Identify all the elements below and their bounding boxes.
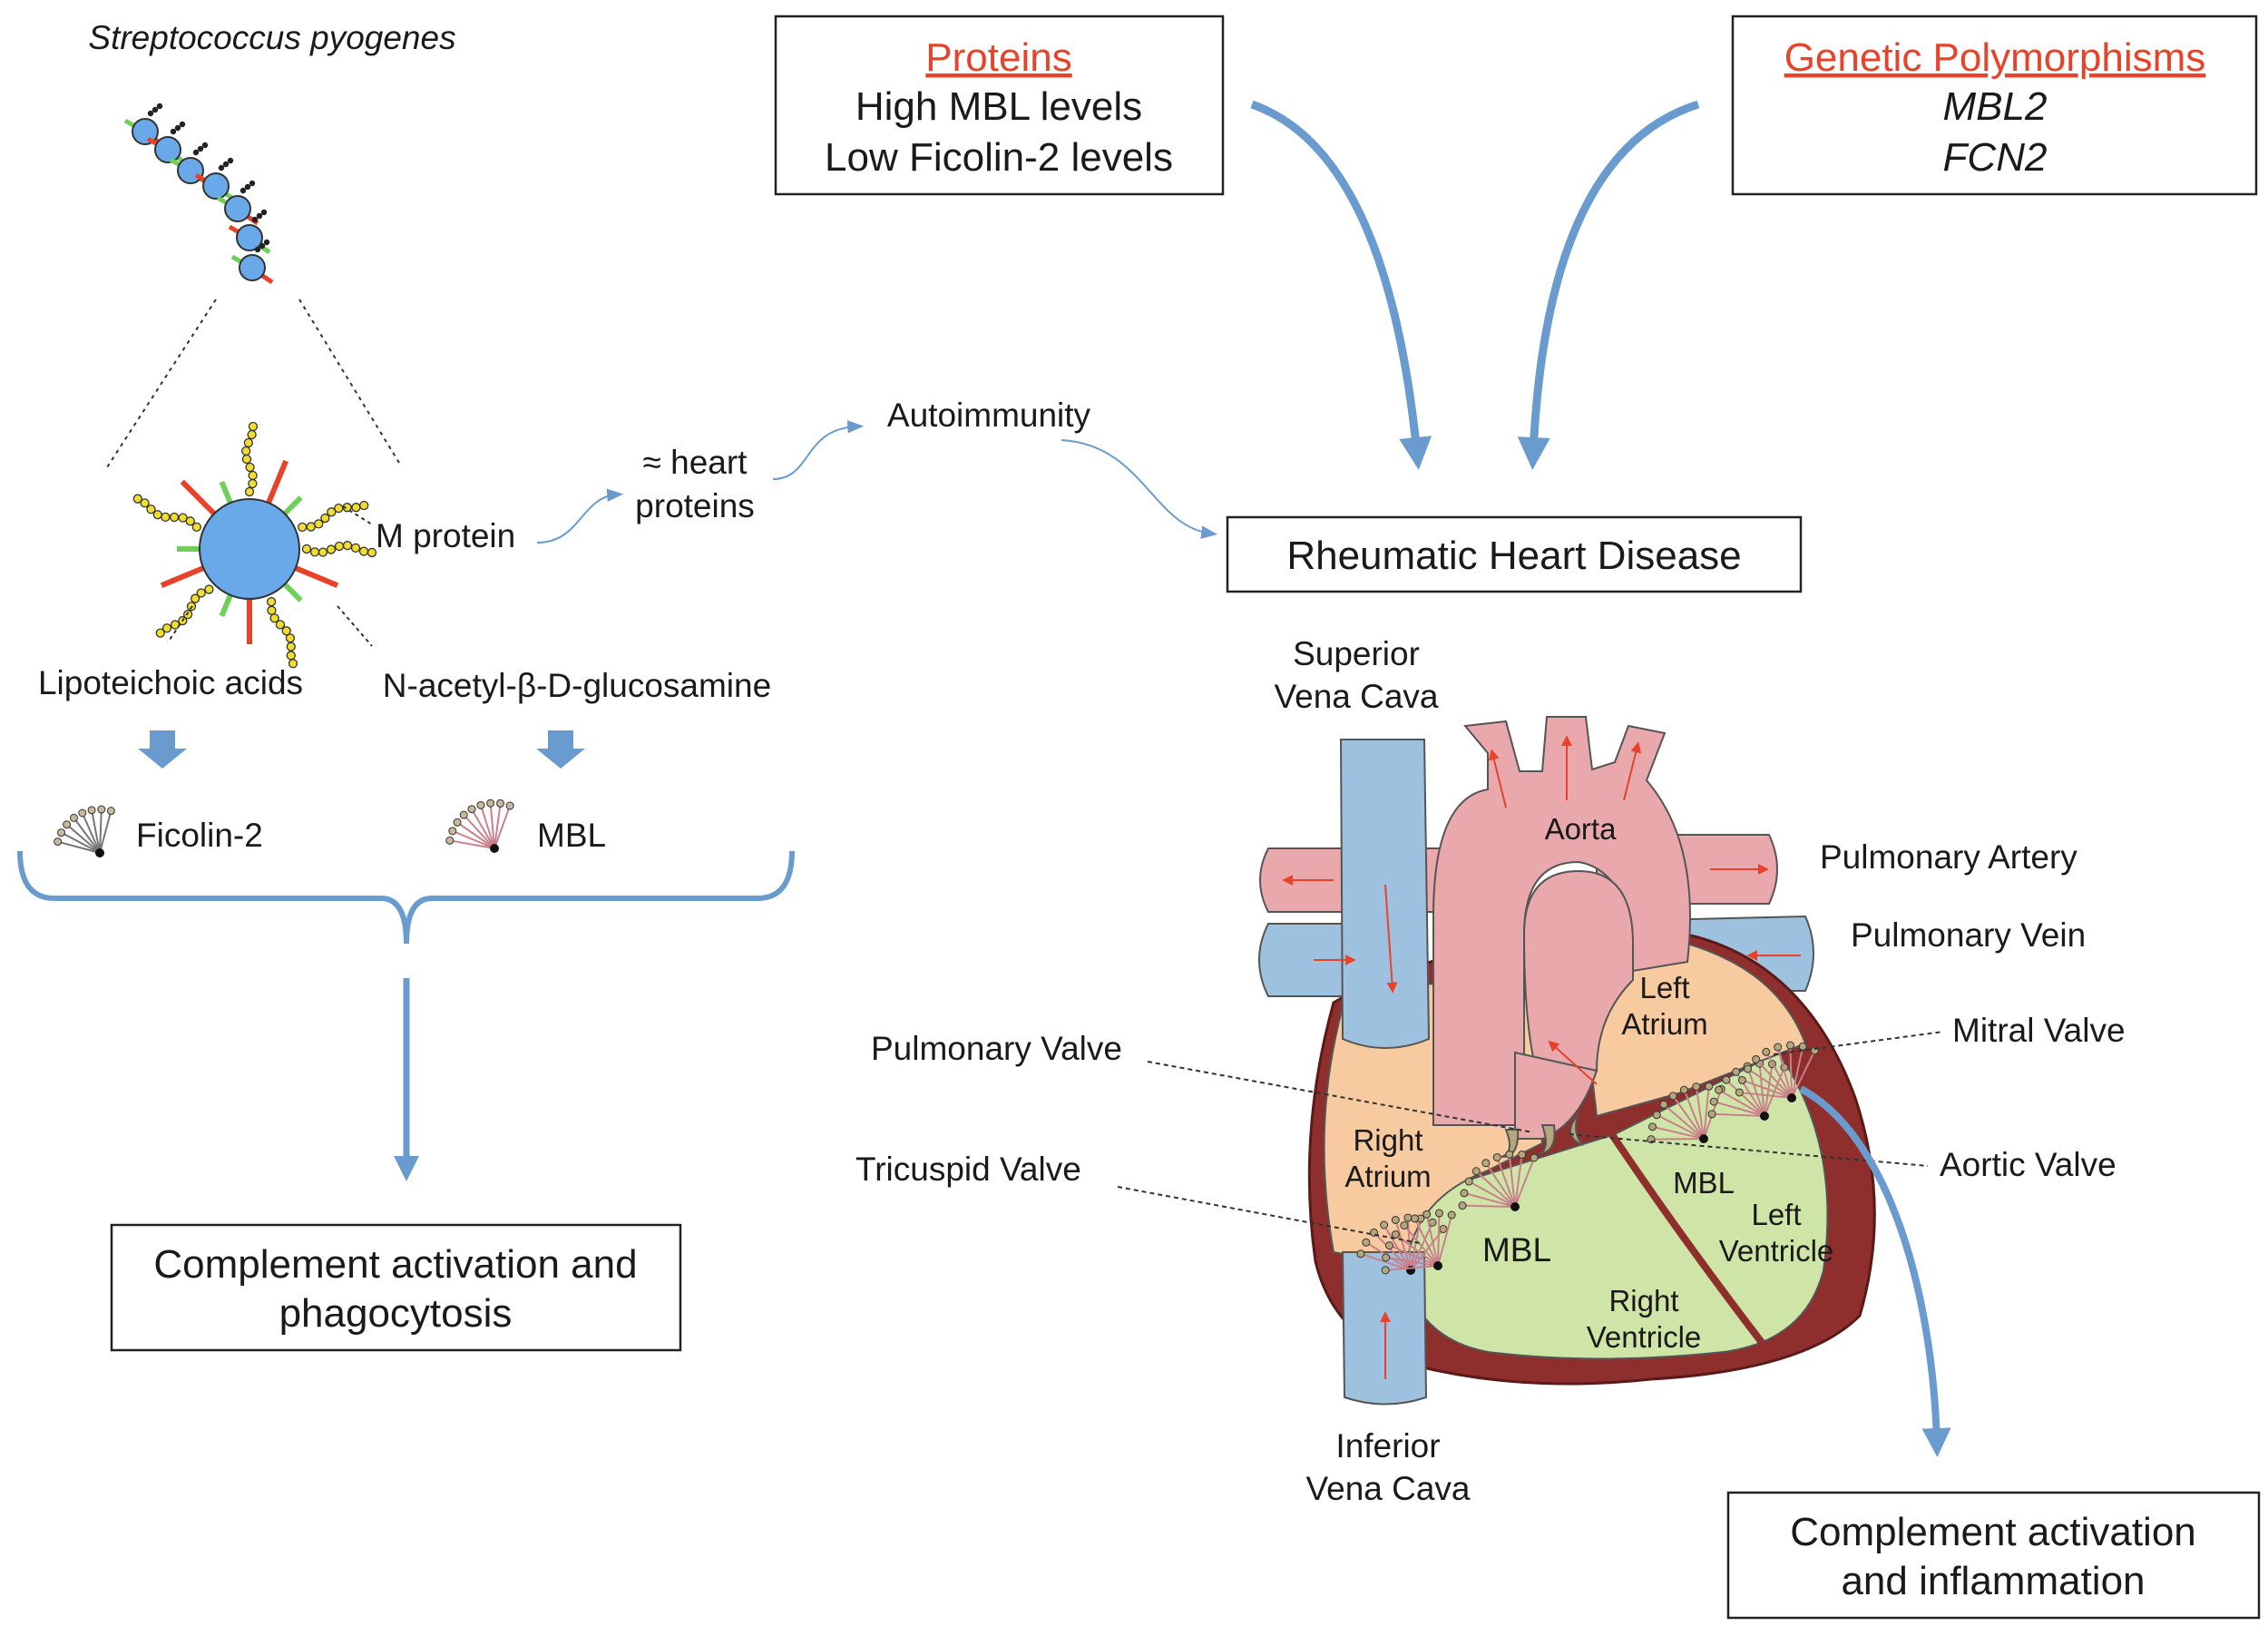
mbl-valve-fans-icon — [1356, 1041, 1819, 1275]
mbl-valve-label-2: MBL — [1482, 1231, 1551, 1268]
mitral-pointer — [1773, 1031, 1944, 1055]
genetic-box — [1731, 15, 2258, 196]
genetic-title: Genetic Polymorphisms — [1784, 35, 2206, 80]
block-arrow-ficolin — [138, 730, 187, 769]
left-ventricle-line2: Ventricle — [1719, 1234, 1834, 1268]
right-ventricle-line1: Right — [1608, 1284, 1678, 1317]
heart-illustration — [1258, 716, 1876, 1406]
rhd-label: Rheumatic Heart Disease — [1286, 534, 1741, 578]
proteins-box — [774, 15, 1225, 196]
proteins-line2: Low Ficolin-2 levels — [825, 135, 1173, 180]
tricuspid-label: Tricuspid Valve — [855, 1151, 1081, 1188]
heart-proteins-line1: ≈ heart — [643, 444, 748, 481]
arrow-genetic-to-rhd — [1517, 100, 1700, 470]
complement-left-line1: Complement activation and — [153, 1242, 637, 1287]
complement-phagocytosis-box — [110, 1223, 682, 1352]
pulmonary-vein-label: Pulmonary Vein — [1851, 916, 2086, 954]
arrow-heart-to-complement-right — [1799, 1085, 1951, 1457]
left-atrium-line1: Left — [1639, 971, 1689, 1004]
aortic-valve-pointer — [1569, 1133, 1929, 1167]
ficolin-2-icon — [54, 805, 115, 857]
lta-pointer — [167, 605, 193, 643]
autoimmunity-label: Autoimmunity — [887, 397, 1091, 434]
right-atrium-line1: Right — [1353, 1123, 1422, 1157]
tricuspid-pointer — [1117, 1186, 1421, 1244]
svc-line1: Superior — [1293, 635, 1420, 672]
ivc-line2: Vena Cava — [1305, 1470, 1470, 1507]
aortic-valve-label: Aortic Valve — [1940, 1146, 2116, 1183]
arrow-m-to-heart-proteins — [536, 488, 624, 544]
bacterium-cell-icon — [132, 421, 377, 669]
ivc-line1: Inferior — [1335, 1427, 1440, 1464]
left-atrium-line2: Atrium — [1621, 1007, 1707, 1041]
rhd-box — [1226, 515, 1803, 593]
left-ventricle-line1: Left — [1751, 1198, 1801, 1231]
mbl-label: MBL — [537, 817, 606, 854]
pulmonary-valve-label: Pulmonary Valve — [871, 1030, 1122, 1067]
genetic-line2: FCN2 — [1943, 135, 2048, 180]
proteins-title: Proteins — [925, 35, 1071, 80]
right-atrium-line2: Atrium — [1344, 1160, 1431, 1193]
complement-left-line2: phagocytosis — [279, 1291, 513, 1336]
nag-label: N-acetyl-β-D-glucosamine — [383, 667, 771, 704]
complement-right-line2: and inflammation — [1841, 1559, 2145, 1603]
species-title: Streptococcus pyogenes — [88, 19, 455, 56]
genetic-line1: MBL2 — [1943, 84, 2048, 129]
svc-line2: Vena Cava — [1274, 678, 1438, 715]
proteins-line1: High MBL levels — [855, 84, 1142, 129]
grouping-brace — [17, 850, 795, 945]
complement-right-line1: Complement activation — [1790, 1510, 2196, 1554]
complement-inflammation-box — [1726, 1491, 2261, 1620]
mitral-label: Mitral Valve — [1952, 1012, 2126, 1049]
right-ventricle-line2: Ventricle — [1587, 1320, 1702, 1354]
zoom-line-left — [106, 299, 217, 468]
m-protein-pointer — [342, 505, 373, 525]
nag-pointer — [337, 605, 373, 647]
mbl-valve-label-1: MBL — [1673, 1166, 1735, 1200]
heart-proteins-line2: proteins — [635, 487, 755, 524]
arrow-proteins-to-rhd — [1250, 100, 1432, 470]
mbl-icon — [445, 798, 514, 853]
arrow-autoimmunity-to-rhd — [1061, 439, 1218, 539]
m-protein-label: M protein — [376, 517, 515, 554]
lipoteichoic-label: Lipoteichoic acids — [38, 664, 303, 701]
arrow-to-autoimmunity — [772, 420, 865, 480]
ficolin-label: Ficolin-2 — [136, 817, 263, 854]
aorta-label: Aorta — [1545, 812, 1618, 846]
zoom-line-right — [298, 299, 400, 464]
pulmonary-artery-label: Pulmonary Artery — [1820, 838, 2077, 876]
block-arrow-mbl — [536, 730, 585, 769]
bacteria-chain-icon — [123, 103, 274, 285]
pulmonary-valve-pointer — [1147, 1061, 1534, 1133]
